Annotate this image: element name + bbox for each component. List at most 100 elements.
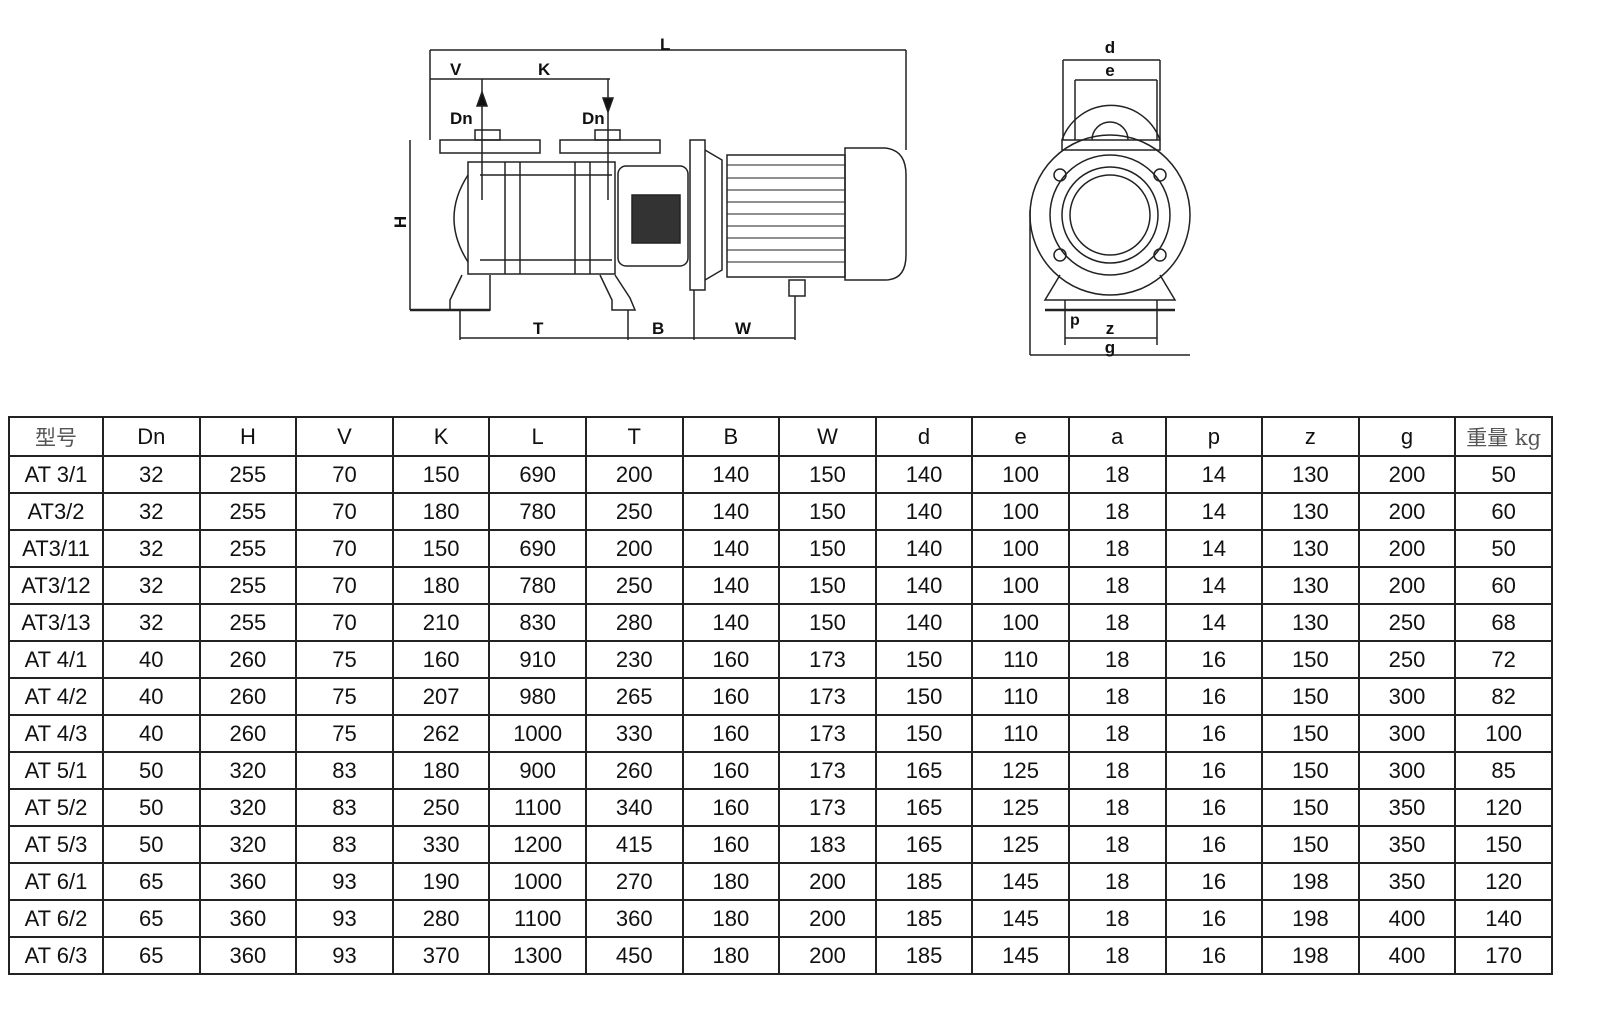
value-cell: 150: [778, 603, 877, 642]
value-cell: 255: [198, 529, 298, 568]
value-cell: 65: [102, 862, 201, 901]
value-cell: 150: [778, 492, 877, 531]
value-cell: 125: [971, 788, 1070, 827]
value-cell: 173: [778, 788, 877, 827]
value-cell: 265: [584, 677, 684, 716]
value-cell: 183: [778, 825, 877, 864]
coupling-guard-mesh: [631, 194, 681, 244]
value-cell: 140: [874, 529, 974, 568]
value-cell: 145: [971, 936, 1070, 975]
value-cell: 350: [1357, 788, 1457, 827]
value-cell: 100: [971, 529, 1070, 568]
model-cell: AT 5/3: [8, 825, 104, 864]
label-W: W: [735, 319, 752, 338]
column-header: g: [1357, 416, 1457, 457]
value-cell: 910: [488, 640, 587, 679]
value-cell: 360: [584, 899, 684, 938]
value-cell: 16: [1164, 640, 1264, 679]
motor-adaptor: [617, 165, 689, 267]
value-cell: 32: [102, 529, 201, 568]
value-cell: 145: [971, 862, 1070, 901]
value-cell: 93: [295, 862, 394, 901]
value-cell: 200: [778, 899, 877, 938]
value-cell: 160: [681, 788, 781, 827]
column-header: B: [681, 416, 781, 457]
label-B: B: [652, 319, 664, 338]
value-cell: 50: [1454, 455, 1553, 494]
value-cell: 160: [681, 751, 781, 790]
value-cell: 140: [1454, 899, 1553, 938]
value-cell: 150: [874, 714, 974, 753]
bolt-hole: [1153, 168, 1167, 182]
column-header: d: [874, 416, 974, 457]
value-cell: 150: [1261, 640, 1360, 679]
value-cell: 255: [198, 492, 298, 531]
value-cell: 200: [778, 862, 877, 901]
value-cell: 1200: [488, 825, 587, 864]
model-cell: AT 5/2: [8, 788, 104, 827]
column-header: Dn: [102, 416, 201, 457]
label-Dn-outlet: Dn: [582, 109, 605, 128]
value-cell: 300: [1357, 714, 1457, 753]
value-cell: 130: [1261, 566, 1360, 605]
value-cell: 260: [198, 640, 298, 679]
label-g: g: [1105, 338, 1115, 357]
value-cell: 400: [1357, 899, 1457, 938]
value-cell: 320: [198, 751, 298, 790]
value-cell: 70: [295, 603, 394, 642]
value-cell: 100: [971, 492, 1070, 531]
value-cell: 255: [198, 455, 298, 494]
label-H: H: [391, 216, 410, 228]
value-cell: 18: [1067, 492, 1167, 531]
value-cell: 32: [102, 492, 201, 531]
value-cell: 18: [1067, 899, 1167, 938]
value-cell: 260: [584, 751, 684, 790]
inlet-flange: [439, 139, 541, 154]
value-cell: 1000: [488, 862, 587, 901]
outlet-flange: [559, 139, 661, 154]
value-cell: 190: [391, 862, 491, 901]
pump-casing: [1029, 134, 1191, 296]
value-cell: 160: [681, 825, 781, 864]
value-cell: 40: [102, 640, 201, 679]
value-cell: 130: [1261, 603, 1360, 642]
value-cell: 75: [295, 714, 394, 753]
value-cell: 120: [1454, 862, 1553, 901]
value-cell: 16: [1164, 751, 1264, 790]
column-header: e: [971, 416, 1070, 457]
model-cell: AT 6/3: [8, 936, 104, 975]
value-cell: 18: [1067, 566, 1167, 605]
value-cell: 18: [1067, 529, 1167, 568]
value-cell: 400: [1357, 936, 1457, 975]
value-cell: 230: [584, 640, 684, 679]
model-cell: AT 6/1: [8, 862, 104, 901]
column-header: p: [1164, 416, 1264, 457]
value-cell: 150: [1261, 825, 1360, 864]
pump-body: [467, 161, 616, 275]
value-cell: 72: [1454, 640, 1553, 679]
value-cell: 173: [778, 751, 877, 790]
value-cell: 320: [198, 825, 298, 864]
value-cell: 250: [584, 492, 684, 531]
label-p: p: [1070, 312, 1080, 329]
value-cell: 207: [391, 677, 491, 716]
value-cell: 70: [295, 566, 394, 605]
value-cell: 690: [488, 529, 587, 568]
value-cell: 18: [1067, 936, 1167, 975]
value-cell: 68: [1454, 603, 1553, 642]
value-cell: 330: [391, 825, 491, 864]
value-cell: 40: [102, 677, 201, 716]
value-cell: 180: [391, 492, 491, 531]
value-cell: 130: [1261, 492, 1360, 531]
motor-flange: [689, 139, 706, 291]
value-cell: 1100: [488, 788, 587, 827]
column-header: K: [391, 416, 491, 457]
value-cell: 1100: [488, 899, 587, 938]
value-cell: 360: [198, 899, 298, 938]
value-cell: 200: [584, 529, 684, 568]
